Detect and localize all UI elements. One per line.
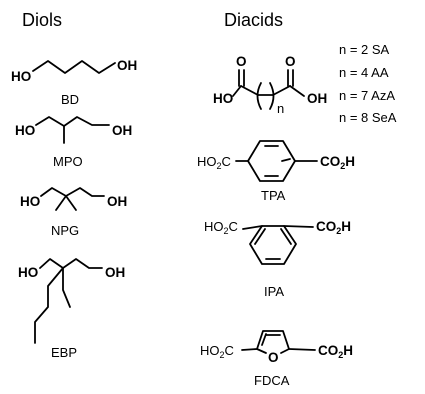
- ipa-left-bond: [242, 225, 263, 230]
- diacid-legend: n = 2 SA n = 4 AA n = 7 AzA n = 8 SeA: [339, 42, 397, 125]
- diacid-o-left: O: [236, 54, 247, 69]
- bd-label: BD: [61, 92, 79, 107]
- diacid-oh: OH: [307, 91, 327, 106]
- mpo-label: MPO: [53, 154, 83, 169]
- diacids-header: Diacids: [224, 10, 283, 30]
- tpa-label: TPA: [261, 188, 286, 203]
- diacid-left-c-oh: [232, 85, 242, 97]
- ebp-backbone: [39, 258, 103, 269]
- ebp-structure: HO OH: [18, 258, 125, 344]
- diacid-right-chain: [272, 85, 291, 96]
- ipa-double-bond: [280, 228, 292, 245]
- legend-item: n = 8 SeA: [339, 110, 397, 125]
- fdca-ring: [256, 330, 290, 354]
- ebp-ethyl: [62, 267, 71, 308]
- fdca-double-bond: [261, 333, 267, 346]
- ipa-structure: HO2C CO2H: [204, 219, 351, 265]
- bd-chain: [32, 60, 116, 74]
- fdca-left-bond: [241, 348, 258, 351]
- mpo-structure: HO OH: [15, 116, 132, 144]
- ebp-right-oh: OH: [105, 265, 125, 280]
- mpo-right-oh: OH: [112, 123, 132, 138]
- npg-methyl-a: [55, 195, 67, 211]
- bd-structure: HO OH: [11, 58, 137, 84]
- tpa-left-group: HO2C: [197, 154, 231, 171]
- ebp-left-oh: HO: [18, 265, 38, 280]
- ipa-right-group: CO2H: [316, 219, 351, 236]
- tpa-ring: [247, 140, 296, 182]
- npg-structure: HO OH: [20, 187, 127, 211]
- ipa-left-group: HO2C: [204, 219, 238, 236]
- diols-header: Diols: [22, 10, 62, 30]
- repeat-bracket-right: [269, 82, 275, 110]
- ipa-double-bond: [254, 228, 266, 245]
- fdca-ring-o: O: [268, 350, 279, 365]
- npg-left-oh: HO: [20, 194, 40, 209]
- ipa-right-bond: [283, 225, 314, 228]
- fdca-right-bond: [288, 348, 316, 351]
- diacid-left-chain: [240, 85, 259, 96]
- ebp-butyl: [34, 267, 64, 344]
- diacid-ho: HO: [213, 91, 233, 106]
- tpa-structure: HO2C CO2H: [197, 140, 355, 182]
- legend-item: n = 4 AA: [339, 65, 389, 80]
- legend-item: n = 2 SA: [339, 42, 390, 57]
- ebp-label: EBP: [51, 345, 77, 360]
- npg-label: NPG: [51, 223, 79, 238]
- tpa-right-group: CO2H: [320, 154, 355, 171]
- npg-chain: [40, 187, 105, 197]
- repeat-n: n: [277, 101, 284, 116]
- bd-right-oh: OH: [117, 58, 137, 73]
- legend-item: n = 7 AzA: [339, 88, 395, 103]
- aliphatic-diacid-structure: HO OH O O n: [213, 54, 327, 116]
- fdca-right-group: CO2H: [318, 343, 353, 360]
- fdca-structure: HO2C CO2H O: [200, 330, 353, 365]
- npg-methyl-b: [65, 195, 77, 211]
- bd-left-oh: HO: [11, 69, 31, 84]
- repeat-bracket-left: [256, 82, 262, 110]
- mpo-left-oh: HO: [15, 123, 35, 138]
- npg-right-oh: OH: [107, 194, 127, 209]
- mpo-chain: [35, 116, 110, 127]
- tpa-double-bond: [281, 158, 291, 162]
- ipa-label: IPA: [264, 284, 284, 299]
- diacid-right-c-oh: [289, 85, 305, 97]
- fdca-label: FDCA: [254, 373, 290, 388]
- fdca-left-group: HO2C: [200, 343, 234, 360]
- diacid-o-right: O: [285, 54, 296, 69]
